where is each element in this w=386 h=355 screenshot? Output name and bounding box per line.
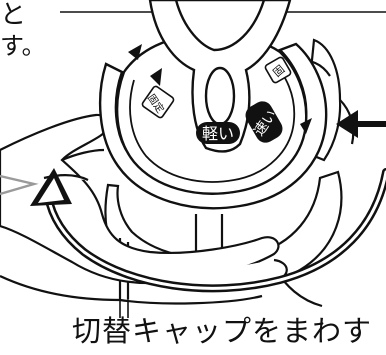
- cap-direction-arrow-icon: [128, 44, 312, 134]
- rotate-arrow-icon: [30, 168, 386, 293]
- caption-text: 切替キャップをまわす: [72, 314, 373, 348]
- caption-leader-line: [119, 300, 129, 318]
- svg-text:軽い: 軽い: [202, 124, 234, 143]
- dial-label-fixed-partial: 固: [264, 56, 292, 84]
- text-fragment-second: す。: [0, 32, 46, 60]
- dial-label-light: 軽い: [196, 122, 240, 144]
- grey-pointer-icon: [0, 174, 39, 196]
- dial-label-fixed: 固定: [141, 85, 175, 119]
- pointer-arrow-icon: [336, 110, 386, 138]
- text-fragment-top: と: [0, 0, 27, 30]
- spindle: [148, 0, 292, 153]
